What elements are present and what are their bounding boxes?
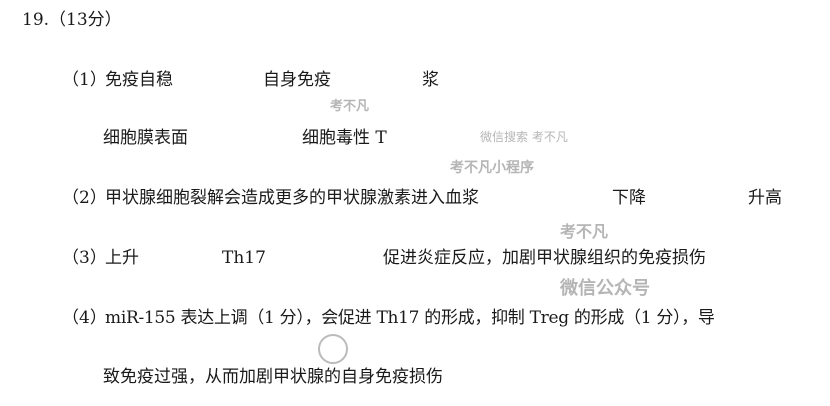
part2-label: （2） [62,188,107,208]
answer-text: 细胞毒性 T [302,128,387,148]
question-header: 19.（13分） [22,10,122,30]
answer-text: 下降 [612,188,646,208]
question-number: 19. [22,10,50,30]
answer-text: 上升 [105,248,139,268]
watermark: 考不凡 [330,99,370,114]
part1-label: （1） [62,70,107,90]
answer-text: 细胞膜表面 [103,128,188,148]
question-score: （13分） [49,10,122,30]
watermark: 考不凡 [560,222,609,241]
wechat-icon [318,334,348,364]
answer-text: 促进炎症反应，加剧甲状腺组织的免疫损伤 [383,248,706,268]
watermark: 考不凡小程序 [450,160,534,176]
answer-text: 免疫自稳 [105,70,173,90]
answer-text: 致免疫过强，从而加剧甲状腺的自身免疫损伤 [103,367,443,387]
watermark: 微信公众号 [560,278,650,299]
answer-text: Th17 [222,248,266,268]
answer-text: miR-155 表达上调（1 分），会促进 Th17 的形成，抑制 Treg 的… [105,308,715,328]
part3-label: （3） [62,248,107,268]
part4-label: （4） [62,308,107,328]
answer-text: 浆 [422,70,439,90]
answer-text: 甲状腺细胞裂解会造成更多的甲状腺激素进入血浆 [105,188,479,208]
answer-text: 自身免疫 [263,70,331,90]
watermark: 微信搜索 考不凡 [480,130,568,144]
answer-text: 升高 [748,188,782,208]
